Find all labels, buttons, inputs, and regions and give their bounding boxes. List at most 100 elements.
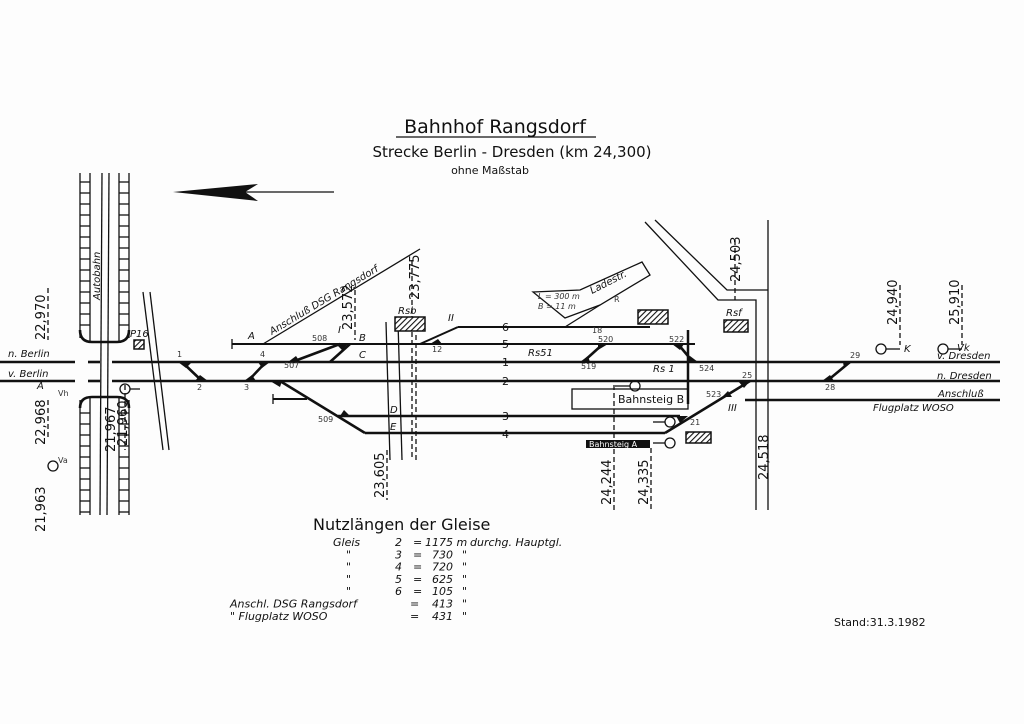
km-24503: 24,503 — [729, 237, 744, 283]
lengths-eq: = — [410, 598, 419, 611]
p16-label: P16 — [130, 329, 149, 340]
switch-29: 29 — [850, 351, 860, 360]
signal-B: B — [359, 333, 366, 344]
lengths-eq: = — [413, 548, 422, 561]
km-21967: 21,967 — [104, 407, 119, 453]
track-number-5: 5 — [502, 338, 509, 351]
lengths-eq: = — [413, 561, 422, 574]
rsb-box — [394, 316, 426, 332]
label-from-berlin: v. Berlin — [8, 369, 48, 380]
lengths-name: Anschl. DSG Rangsdorf — [229, 598, 359, 611]
label-siding: Anschluß — [937, 389, 984, 400]
km-24244: 24,244 — [600, 460, 615, 506]
label-to-dresden: n. Dresden — [937, 371, 992, 382]
km-24335: 24,335 — [637, 460, 652, 506]
signal-D: D — [390, 405, 398, 416]
lengths-eq: = — [410, 610, 419, 623]
km-22970: 22,970 — [34, 295, 49, 341]
lengths-name: " — [346, 585, 351, 598]
platform-a — [586, 440, 650, 448]
signal-icons — [47, 343, 962, 472]
rs1-label: Rs 1 — [653, 364, 675, 375]
platform-b-label: Bahnsteig B — [618, 393, 684, 406]
track-number-6: 6 — [502, 321, 509, 334]
lengths-track: 5 — [395, 573, 402, 586]
switch-507: 507 — [284, 361, 299, 370]
switch-3: 3 — [244, 383, 249, 392]
lengths-track: 6 — [395, 585, 402, 598]
lengths-value: 1175 m — [425, 536, 467, 549]
loading-ramp — [531, 261, 651, 319]
lengths-track: 2 — [395, 536, 402, 549]
km-21963: 21,963 — [34, 487, 49, 533]
signal-Vh: Vh — [58, 389, 69, 398]
km-24518: 24,518 — [757, 435, 772, 481]
bridge-lines — [385, 321, 403, 461]
km-24940: 24,940 — [886, 280, 901, 326]
lengths-value: 625 — [432, 573, 453, 586]
km-22968: 22,968 — [34, 400, 49, 446]
track-number-3: 3 — [502, 410, 509, 423]
switch-522: 522 — [669, 335, 684, 344]
switch-509: 509 — [318, 415, 333, 424]
ramp-label: Ladestr. — [588, 269, 628, 297]
switch-2: 2 — [197, 383, 202, 392]
lengths-eq: = — [413, 585, 422, 598]
lengths-value: 720 — [432, 561, 453, 574]
autobahn: Autobahn — [78, 172, 131, 516]
autobahn-label: Autobahn — [92, 252, 103, 301]
signal-A-berlin: A — [36, 381, 44, 392]
eg-box — [637, 309, 669, 325]
lengths-heading: Nutzlängen der Gleise — [313, 515, 490, 534]
lengths-value: 413 — [432, 598, 453, 611]
label-to-berlin: n. Berlin — [8, 349, 50, 360]
switch-524: 524 — [699, 364, 714, 373]
switch-519: 519 — [581, 362, 596, 371]
subtitle: Strecke Berlin - Dresden (km 24,300) — [372, 143, 651, 161]
road-right — [644, 219, 769, 510]
lengths-value: 105 — [432, 585, 453, 598]
lengths-track: 4 — [395, 561, 402, 574]
signal-E: E — [390, 422, 397, 433]
rsf-label: Rsf — [726, 308, 743, 319]
lengths-note: " — [462, 548, 467, 561]
ramp-length: L = 300 m — [538, 292, 580, 301]
lengths-name: " — [346, 548, 351, 561]
signal-II: II — [448, 313, 454, 324]
track-number-2: 2 — [502, 375, 509, 388]
label-from-dresden: v. Dresden — [937, 351, 990, 362]
switch-12: 12 — [432, 345, 442, 354]
platform-a-label: Bahnsteig A — [589, 440, 638, 449]
km-23775: 23,775 — [408, 255, 423, 301]
lengths-name: " — [346, 561, 351, 574]
lengths-note: " — [462, 598, 467, 611]
switch-520: 520 — [598, 335, 613, 344]
switch-25: 25 — [742, 371, 752, 380]
signal-I: I — [338, 325, 341, 336]
track-number-4: 4 — [502, 428, 509, 441]
lengths-note: " — [462, 585, 467, 598]
km-23605: 23,605 — [373, 453, 388, 499]
page-title: Bahnhof Rangsdorf — [404, 116, 587, 138]
lengths-value: 431 — [432, 610, 453, 623]
km-marker-lines — [47, 240, 963, 510]
p16-box — [133, 339, 145, 350]
switch-523: 523 — [706, 390, 721, 399]
signal-C: C — [359, 350, 366, 361]
rs51-label: Rs51 — [528, 348, 553, 359]
stand-date: Stand:31.3.1982 — [834, 616, 926, 629]
signal-Vk: Vk — [957, 343, 971, 354]
lengths-note: " — [462, 610, 467, 623]
direction-arrow-icon — [173, 184, 334, 201]
km-25910: 25,910 — [948, 280, 963, 326]
scale-note: ohne Maßstab — [451, 164, 529, 177]
switch-18: 18 — [592, 326, 602, 335]
signal-III: III — [728, 403, 737, 414]
switch-4: 4 — [260, 350, 265, 359]
lengths-track: 3 — [395, 548, 402, 561]
lengths-note: durchg. Hauptgl. — [470, 536, 562, 549]
rsf-box — [723, 319, 749, 333]
ramp-r: R — [614, 295, 620, 304]
